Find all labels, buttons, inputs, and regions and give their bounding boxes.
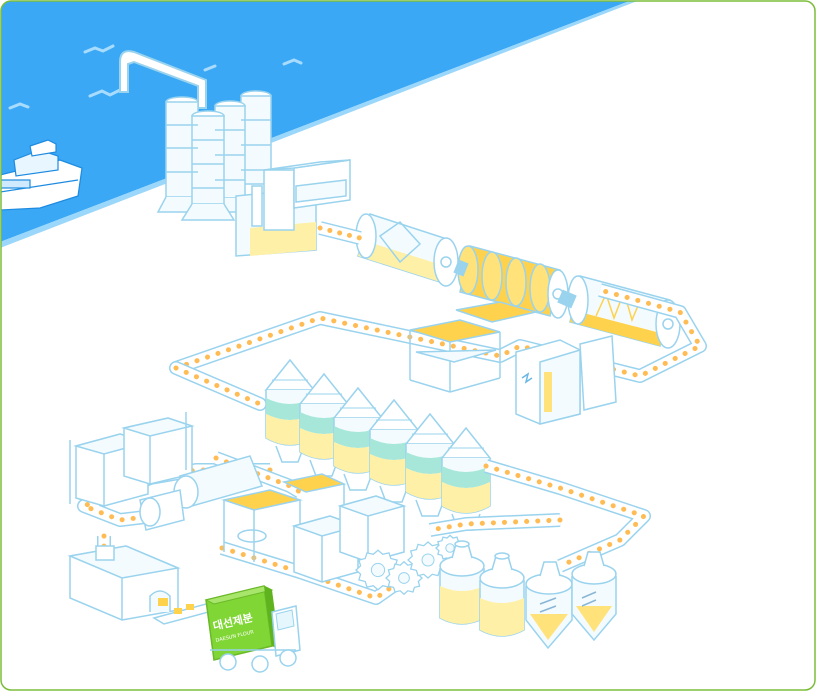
bulk-flour-tanks [439, 540, 617, 650]
ship-unloader-arm [119, 50, 207, 109]
gear-hub [421, 553, 435, 567]
roller-gears [355, 534, 465, 596]
gear-hub [370, 562, 386, 578]
cargo-ship [1, 139, 83, 211]
control-cabinet [515, 335, 617, 425]
flour-storage-silos [264, 358, 492, 531]
tempering-drum [355, 213, 459, 287]
middle-conveyor-loop [427, 459, 651, 573]
delivery-truck: 대선제분 DAESUN FLOUR [204, 585, 301, 673]
packaging-building [67, 545, 218, 625]
lower-sifter-frames [221, 473, 347, 562]
grain-cleaning-unit [235, 159, 351, 257]
drum-feed-pipe [317, 221, 577, 309]
roller-mill-drum [457, 245, 569, 319]
bran-duster-cylinder [139, 455, 264, 531]
gear-hub [445, 543, 455, 553]
sifter-drum [567, 275, 681, 349]
gear-hub [398, 572, 410, 584]
upper-sifter-frames [409, 301, 537, 393]
